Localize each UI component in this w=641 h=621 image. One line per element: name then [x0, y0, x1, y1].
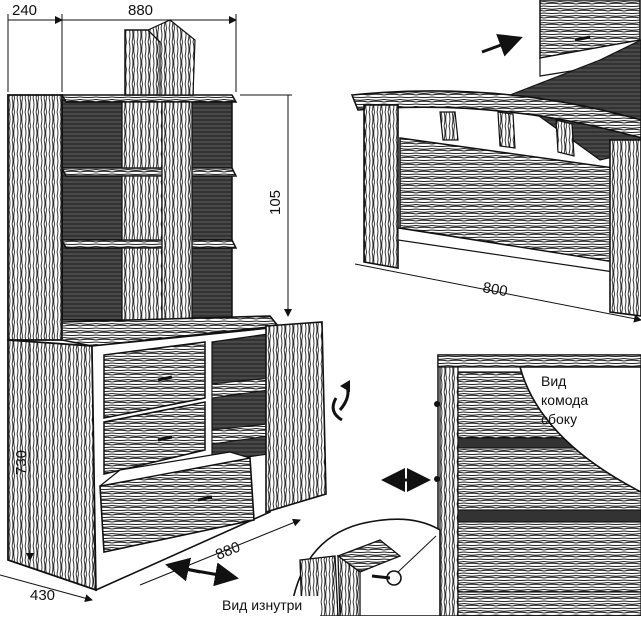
dim-top-width: 880 — [128, 2, 153, 19]
dim-chest-width: 880 — [213, 539, 243, 564]
drawer-handle — [157, 375, 173, 382]
shelf-unit — [7, 19, 238, 341]
chest-of-drawers — [7, 315, 327, 592]
bed-headboard — [350, 0, 641, 317]
side-view-label-1: Вид — [541, 373, 566, 389]
side-view-label-3: сбоку — [541, 411, 577, 427]
drawer-handle — [197, 495, 213, 502]
drawer-handle — [157, 435, 173, 442]
dim-shelf-height: 105 — [267, 190, 284, 215]
chest-side-view — [434, 354, 641, 617]
move-arrow-icon — [481, 33, 523, 57]
side-view-label-2: комода — [541, 392, 588, 408]
dim-chest-height: 730 — [13, 450, 30, 475]
dim-chest-depth: 430 — [30, 587, 55, 604]
dim-bed-width: 800 — [481, 279, 509, 300]
dim-top-left-depth: 240 — [12, 2, 37, 19]
inside-view-label: Вид изнутри — [222, 597, 302, 613]
